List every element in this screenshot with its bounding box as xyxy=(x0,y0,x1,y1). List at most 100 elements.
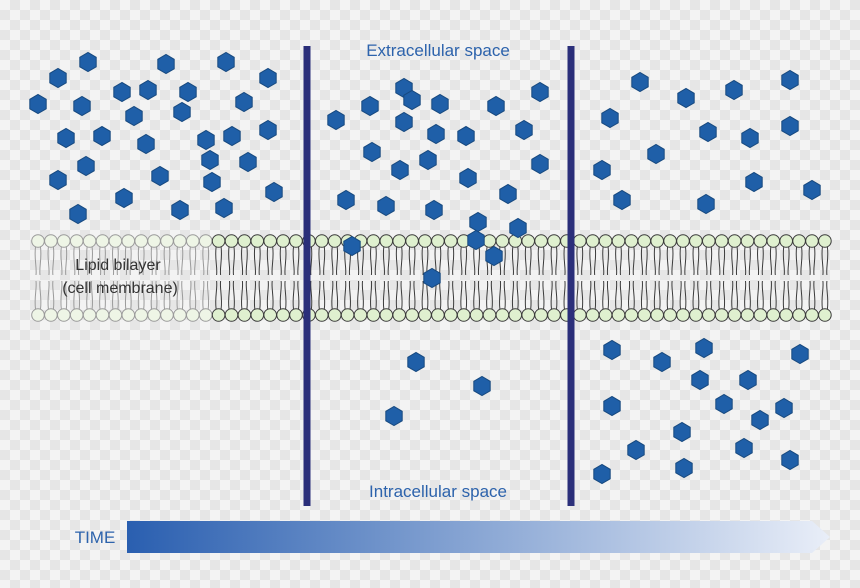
lipid-head xyxy=(316,309,329,322)
lipid-head xyxy=(406,309,419,322)
lipid-tail xyxy=(383,247,384,275)
molecule xyxy=(152,167,168,186)
lipid-head xyxy=(754,309,767,322)
lipid-tail xyxy=(280,281,281,309)
molecule xyxy=(782,71,798,90)
lipid-head xyxy=(548,235,561,248)
lipid-head xyxy=(122,309,135,322)
lipid-head xyxy=(793,235,806,248)
molecule xyxy=(70,205,86,224)
lipid-head xyxy=(135,235,148,248)
lipid-tail xyxy=(461,247,462,275)
lipid-tail xyxy=(220,281,221,309)
lipid-bilayer-label: Lipid bilayer xyxy=(75,257,161,274)
lipid-head xyxy=(70,235,83,248)
lipid-head xyxy=(316,235,329,248)
lipid-tail xyxy=(745,247,746,275)
lipid-tail xyxy=(465,281,466,309)
molecule xyxy=(386,407,402,426)
lipid-head xyxy=(483,235,496,248)
molecule xyxy=(404,91,420,110)
lipid-head xyxy=(419,309,432,322)
molecule xyxy=(782,117,798,136)
molecule xyxy=(510,219,526,238)
lipid-tail xyxy=(762,281,763,309)
lipid-tail xyxy=(453,281,454,309)
lipid-tail xyxy=(783,281,784,309)
lipid-head xyxy=(780,309,793,322)
molecule xyxy=(236,93,252,112)
lipid-head xyxy=(148,235,161,248)
lipid-head xyxy=(470,309,483,322)
lipid-tail xyxy=(788,247,789,275)
lipid-head xyxy=(509,309,522,322)
lipid-tail xyxy=(732,247,733,275)
lipid-head xyxy=(599,309,612,322)
time-arrow xyxy=(127,521,830,553)
lipid-tail xyxy=(582,247,583,275)
lipid-tail xyxy=(499,281,500,309)
lipid-tail xyxy=(530,247,531,275)
molecule xyxy=(474,377,490,396)
lipid-head xyxy=(380,235,393,248)
lipid-tail xyxy=(164,247,165,275)
lipid-tail xyxy=(594,247,595,275)
lipid-tail xyxy=(796,247,797,275)
lipid-tail xyxy=(685,247,686,275)
lipid-head xyxy=(793,309,806,322)
lipid-tail xyxy=(233,281,234,309)
lipid-head xyxy=(728,309,741,322)
molecule xyxy=(632,73,648,92)
lipid-tail xyxy=(809,247,810,275)
molecule xyxy=(594,161,610,180)
lipid-tail xyxy=(723,281,724,309)
lipid-head xyxy=(715,309,728,322)
molecule xyxy=(396,113,412,132)
molecule xyxy=(140,81,156,100)
lipid-tail xyxy=(680,281,681,309)
molecule xyxy=(486,247,502,266)
lipid-tail xyxy=(246,247,247,275)
molecule xyxy=(648,145,664,164)
molecule xyxy=(218,53,234,72)
lipid-tail xyxy=(409,247,410,275)
lipid-head xyxy=(638,309,651,322)
lipid-tail xyxy=(362,281,363,309)
lipid-tail xyxy=(66,247,67,275)
molecule xyxy=(30,95,46,114)
molecule xyxy=(752,411,768,430)
lipid-tail xyxy=(525,247,526,275)
lipid-tail xyxy=(285,247,286,275)
lipid-tail xyxy=(324,247,325,275)
lipid-tail xyxy=(822,247,823,275)
lipid-tail xyxy=(414,247,415,275)
lipid-head xyxy=(806,309,819,322)
lipid-tail xyxy=(216,281,217,309)
lipid-tail xyxy=(203,281,204,309)
lipid-tail xyxy=(229,281,230,309)
lipid-tail xyxy=(809,281,810,309)
lipid-head xyxy=(58,309,71,322)
lipid-head xyxy=(677,235,690,248)
lipid-head xyxy=(367,309,380,322)
lipid-tail xyxy=(654,281,655,309)
molecule xyxy=(432,95,448,114)
lipid-head xyxy=(290,309,303,322)
lipid-tail xyxy=(732,281,733,309)
lipid-tail xyxy=(564,247,565,275)
lipid-head xyxy=(58,235,71,248)
molecule xyxy=(204,173,220,192)
lipid-head xyxy=(251,235,264,248)
lipid-tail xyxy=(745,281,746,309)
lipid-head xyxy=(741,235,754,248)
lipid-tail xyxy=(693,281,694,309)
lipid-head xyxy=(212,309,225,322)
molecule xyxy=(532,83,548,102)
lipid-tail xyxy=(577,281,578,309)
lipid-tail xyxy=(182,281,183,309)
molecule xyxy=(776,399,792,418)
lipid-tail xyxy=(719,247,720,275)
lipid-tail xyxy=(388,247,389,275)
molecule xyxy=(426,201,442,220)
lipid-tail xyxy=(680,247,681,275)
